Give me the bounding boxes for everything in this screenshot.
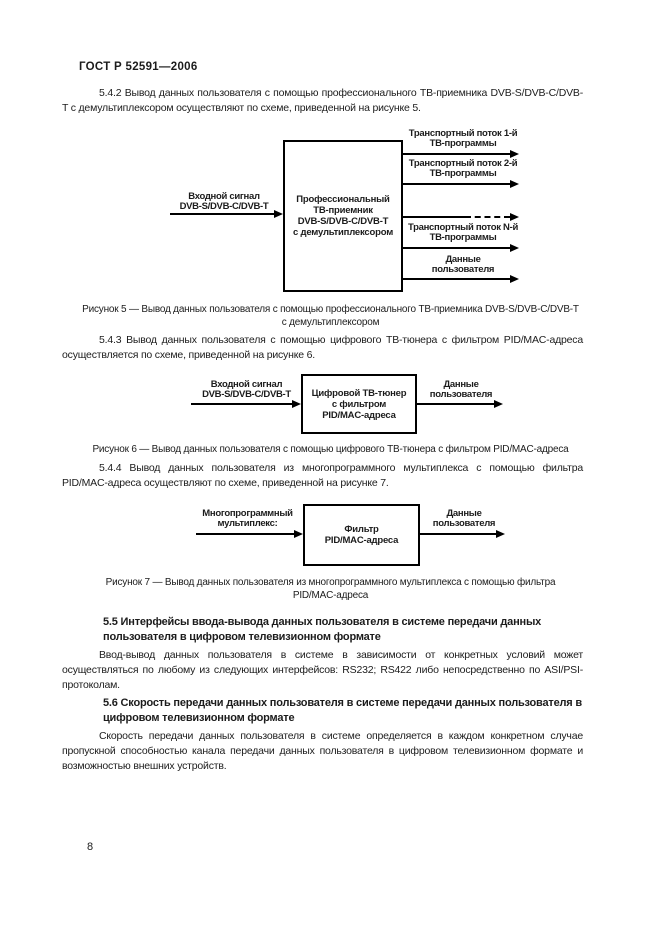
paragraph-5-4-4: 5.4.4 Вывод данных пользователя из много… (62, 462, 583, 489)
fig5-input-arrow-line (170, 213, 274, 215)
heading-5-6-line2: цифровом телевизионном формате (103, 712, 295, 724)
fig5-output5-label-line1: Данные (445, 254, 481, 265)
fig5-ellipsis-arrow-solid (403, 216, 465, 218)
heading-5-6: 5.6 Скорость передачи данных пользовател… (103, 696, 585, 726)
figure7-caption-line2: PID/MAC-адреса (292, 590, 369, 601)
fig7-filter-box: Фильтр PID/MAC-адреса (303, 504, 420, 566)
fig6-box-line1: Цифровой ТВ-тюнер (311, 387, 407, 399)
fig6-output-label-line1: Данные (443, 379, 479, 390)
fig5-ellipsis-arrowhead-icon (510, 213, 519, 221)
fig5-output2-label-line2: ТВ-программы (429, 168, 497, 179)
heading-5-5: 5.5 Интерфейсы ввода-вывода данных польз… (103, 615, 585, 645)
fig6-tuner-box: Цифровой ТВ-тюнер с фильтром PID/MAC-адр… (301, 374, 417, 434)
fig5-box-line1: Профессиональный (296, 194, 390, 205)
fig5-output5-arrowhead-icon (510, 275, 519, 283)
fig5-output1-label: Транспортный поток 1-й ТВ-программы (393, 129, 533, 149)
fig5-receiver-box: Профессиональный ТВ-приемник DVB-S/DVB-C… (283, 140, 403, 292)
figure6-diagram: Входной сигнал DVB-S/DVB-C/DVB-T Цифрово… (0, 372, 661, 438)
fig6-output-label-line2: пользователя (429, 389, 493, 400)
fig5-box-line2: ТВ-приемник (313, 205, 373, 216)
fig5-output5-arrow-line (403, 278, 510, 280)
fig6-input-label-line1: Входной сигнал (210, 379, 283, 390)
figure5-caption-line2: с демультиплексором (281, 317, 380, 328)
fig6-box-line3: PID/MAC-адреса (322, 409, 396, 421)
fig5-output2-arrowhead-icon (510, 180, 519, 188)
fig7-box-line2: PID/MAC-адреса (324, 535, 399, 546)
figure7-caption-line1: Рисунок 7 — Вывод данных пользователя из… (105, 577, 556, 588)
fig5-output2-arrow-line (403, 183, 510, 185)
fig6-box-line2: с фильтром (331, 398, 387, 410)
fig5-box-line4: с демультиплексором (292, 227, 394, 238)
fig5-input-arrowhead-icon (274, 210, 283, 218)
fig7-output-label: Данные пользователя (399, 509, 529, 529)
fig7-input-label: Многопрограммный мультиплекс: (180, 509, 315, 529)
page-header: ГОСТ Р 52591—2006 (79, 61, 198, 73)
fig6-output-arrowhead-icon (494, 400, 503, 408)
heading-5-5-line1: 5.5 Интерфейсы ввода-вывода данных польз… (103, 616, 542, 628)
fig7-input-arrowhead-icon (294, 530, 303, 538)
fig5-output4-label-line2: ТВ-программы (429, 232, 497, 243)
fig7-output-arrowhead-icon (496, 530, 505, 538)
paragraph-5-4-3: 5.4.3 Вывод данных пользователя с помощь… (62, 334, 583, 361)
fig5-output1-arrow-line (403, 153, 510, 155)
fig7-output-label-line2: пользователя (432, 518, 496, 529)
fig5-output5-label-line2: пользователя (431, 264, 495, 275)
fig5-output4-arrow-line (403, 247, 510, 249)
fig5-output1-label-line1: Транспортный поток 1-й (408, 128, 518, 139)
fig6-input-label: Входной сигнал DVB-S/DVB-C/DVB-T (180, 380, 313, 400)
fig7-output-arrow-line (420, 533, 496, 535)
figure5-caption: Рисунок 5 — Вывод данных пользователя с … (0, 303, 661, 329)
fig5-ellipsis-arrow-dashed (465, 216, 510, 218)
fig5-input-label-line1: Входной сигнал (188, 191, 260, 202)
figure6-caption: Рисунок 6 — Вывод данных пользователя с … (92, 444, 569, 455)
fig6-output-label: Данные пользователя (396, 380, 526, 400)
fig5-output2-label: Транспортный поток 2-й ТВ-программы (393, 159, 533, 179)
fig5-output1-arrowhead-icon (510, 150, 519, 158)
fig5-input-label: Входной сигнал DVB-S/DVB-C/DVB-T (157, 192, 291, 212)
fig7-output-label-line1: Данные (446, 508, 482, 519)
fig5-output5-label: Данные пользователя (393, 255, 533, 275)
fig6-input-label-line2: DVB-S/DVB-C/DVB-T (202, 389, 291, 400)
fig5-box-line3: DVB-S/DVB-C/DVB-T (297, 216, 389, 227)
fig7-box-line1: Фильтр (344, 524, 379, 535)
paragraph-5-5: Ввод-вывод данных пользователя в системе… (62, 649, 583, 691)
fig6-output-arrow-line (417, 403, 494, 405)
page-number: 8 (87, 841, 94, 853)
fig5-input-label-line2: DVB-S/DVB-C/DVB-T (179, 201, 269, 212)
figure7-caption: Рисунок 7 — Вывод данных пользователя из… (0, 576, 661, 602)
figure5-diagram: Входной сигнал DVB-S/DVB-C/DVB-T Професс… (0, 126, 661, 302)
heading-5-5-line2: пользователя в цифровом телевизионном фо… (103, 631, 381, 643)
fig6-input-arrowhead-icon (292, 400, 301, 408)
heading-5-6-line1: 5.6 Скорость передачи данных пользовател… (103, 697, 582, 709)
fig5-output4-label: Транспортный поток N-й ТВ-программы (393, 223, 533, 243)
fig5-output4-arrowhead-icon (510, 244, 519, 252)
paragraph-5-6: Скорость передачи данных пользователя в … (62, 730, 583, 772)
figure7-diagram: Многопрограммный мультиплекс: Фильтр PID… (0, 502, 661, 570)
paragraph-5-4-2: 5.4.2 Вывод данных пользователя с помощь… (62, 87, 583, 114)
figure5-caption-line1: Рисунок 5 — Вывод данных пользователя с … (82, 304, 579, 315)
fig5-output4-label-line1: Транспортный поток N-й (407, 222, 519, 233)
fig7-input-arrow-line (196, 533, 294, 535)
fig5-output1-label-line2: ТВ-программы (429, 138, 497, 149)
fig7-input-label-line2: мультиплекс: (217, 518, 278, 529)
fig7-input-label-line1: Многопрограммный (202, 508, 293, 519)
fig5-output2-label-line1: Транспортный поток 2-й (408, 158, 518, 169)
fig6-input-arrow-line (191, 403, 292, 405)
